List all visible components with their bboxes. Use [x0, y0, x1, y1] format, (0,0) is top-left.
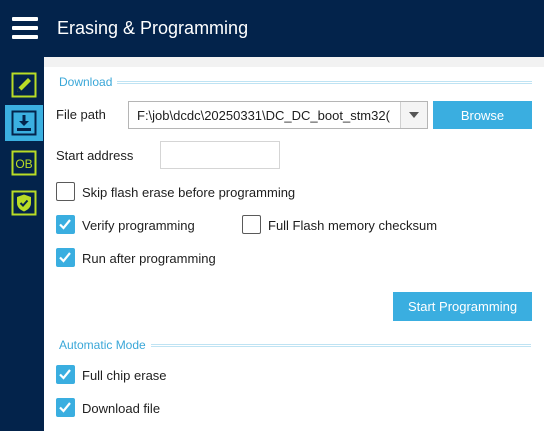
download-file-checkbox[interactable]: [56, 398, 75, 417]
svg-text:OB: OB: [15, 157, 32, 171]
run-after-programming-label: Run after programming: [82, 251, 216, 266]
automatic-mode-section-title: Automatic Mode: [59, 338, 146, 352]
sidebar-item-option-bytes[interactable]: OB: [5, 145, 43, 181]
start-address-input[interactable]: [160, 141, 280, 169]
download-file-label: Download file: [82, 401, 161, 416]
verify-programming-label: Verify programming: [82, 218, 195, 233]
download-section-header: Download: [59, 75, 533, 89]
sidebar-item-erasing-programming[interactable]: [5, 105, 43, 141]
page-title: Erasing & Programming: [57, 18, 249, 38]
full-checksum-checkbox[interactable]: [242, 215, 261, 234]
app-header: Erasing & Programming: [0, 0, 544, 57]
sidebar-item-memory-edit[interactable]: [5, 67, 43, 103]
run-after-programming-checkbox[interactable]: [56, 248, 75, 267]
ob-icon: OB: [11, 150, 37, 176]
sidebar-item-security[interactable]: [5, 185, 43, 221]
start-address-label: Start address: [56, 148, 134, 163]
file-path-value[interactable]: F:\job\dcdc\20250331\DC_DC_boot_stm32(: [137, 107, 390, 123]
pencil-icon: [11, 72, 37, 98]
full-checksum-label: Full Flash memory checksum: [268, 218, 438, 233]
full-chip-erase-label: Full chip erase: [82, 368, 167, 383]
full-chip-erase-checkbox[interactable]: [56, 365, 75, 384]
browse-button[interactable]: Browse: [433, 101, 532, 129]
skip-erase-checkbox[interactable]: [56, 182, 75, 201]
checkmark-icon: [59, 219, 71, 230]
checkmark-icon: [59, 252, 71, 263]
panel-top-strip: [44, 57, 544, 67]
download-icon: [11, 110, 37, 136]
checkmark-icon: [59, 369, 71, 380]
file-path-combobox[interactable]: F:\job\dcdc\20250331\DC_DC_boot_stm32(: [128, 101, 428, 129]
shield-icon: [11, 190, 37, 216]
section-divider: [150, 343, 531, 347]
sidebar: OB: [0, 57, 44, 431]
section-divider: [117, 80, 533, 84]
file-path-dropdown-button[interactable]: [400, 102, 427, 128]
download-section-title: Download: [59, 75, 113, 89]
start-programming-button[interactable]: Start Programming: [393, 292, 532, 321]
automatic-mode-section-header: Automatic Mode: [59, 338, 531, 352]
checkmark-icon: [59, 402, 71, 413]
skip-erase-label: Skip flash erase before programming: [82, 185, 296, 200]
verify-programming-checkbox[interactable]: [56, 215, 75, 234]
hamburger-menu-icon[interactable]: [12, 17, 38, 39]
file-path-label: File path: [56, 107, 106, 122]
chevron-down-icon: [409, 112, 419, 118]
